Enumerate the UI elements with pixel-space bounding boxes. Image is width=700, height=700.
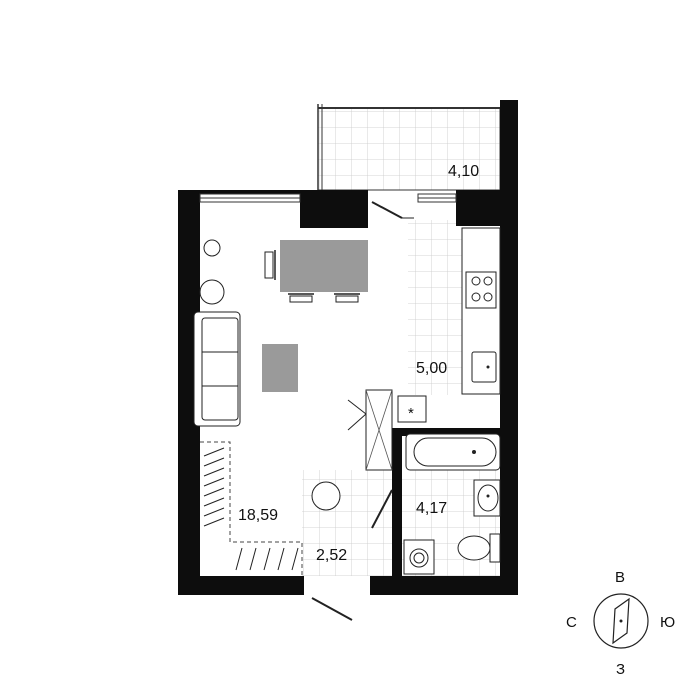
kitchen-counter xyxy=(461,227,501,395)
plant-icon xyxy=(203,239,221,257)
washing-machine-icon xyxy=(403,539,435,575)
living-room-area-label: 18,59 xyxy=(238,507,278,524)
plant-icon xyxy=(199,279,225,305)
balcony-area-label: 4,10 xyxy=(448,163,479,180)
round-table-icon xyxy=(311,481,341,511)
bathtub-icon xyxy=(405,433,501,471)
dining-table-icon xyxy=(264,240,368,303)
compass-east-label: Ю xyxy=(660,614,675,631)
kitchen-floor xyxy=(408,220,462,395)
fridge-icon: * xyxy=(365,389,427,471)
svg-text:*: * xyxy=(408,405,414,422)
doors xyxy=(311,201,414,621)
wardrobe-icon xyxy=(200,441,303,576)
compass-west-label: С xyxy=(566,614,577,631)
sink-icon xyxy=(471,351,497,383)
stove-icon xyxy=(465,271,497,309)
kitchen-area-label: 5,00 xyxy=(416,360,447,377)
sofa-icon xyxy=(193,311,241,427)
windows xyxy=(199,193,457,203)
coffee-table-icon xyxy=(262,344,298,392)
toilet-icon xyxy=(457,533,501,563)
washbasin-icon xyxy=(473,479,501,517)
hallway-area-label: 2,52 xyxy=(316,547,347,564)
compass: В З С Ю xyxy=(566,569,675,678)
compass-south-label: З xyxy=(616,661,625,678)
bathroom-area-label: 4,17 xyxy=(416,500,447,517)
compass-north-label: В xyxy=(615,569,625,586)
balcony-floor xyxy=(317,107,501,191)
